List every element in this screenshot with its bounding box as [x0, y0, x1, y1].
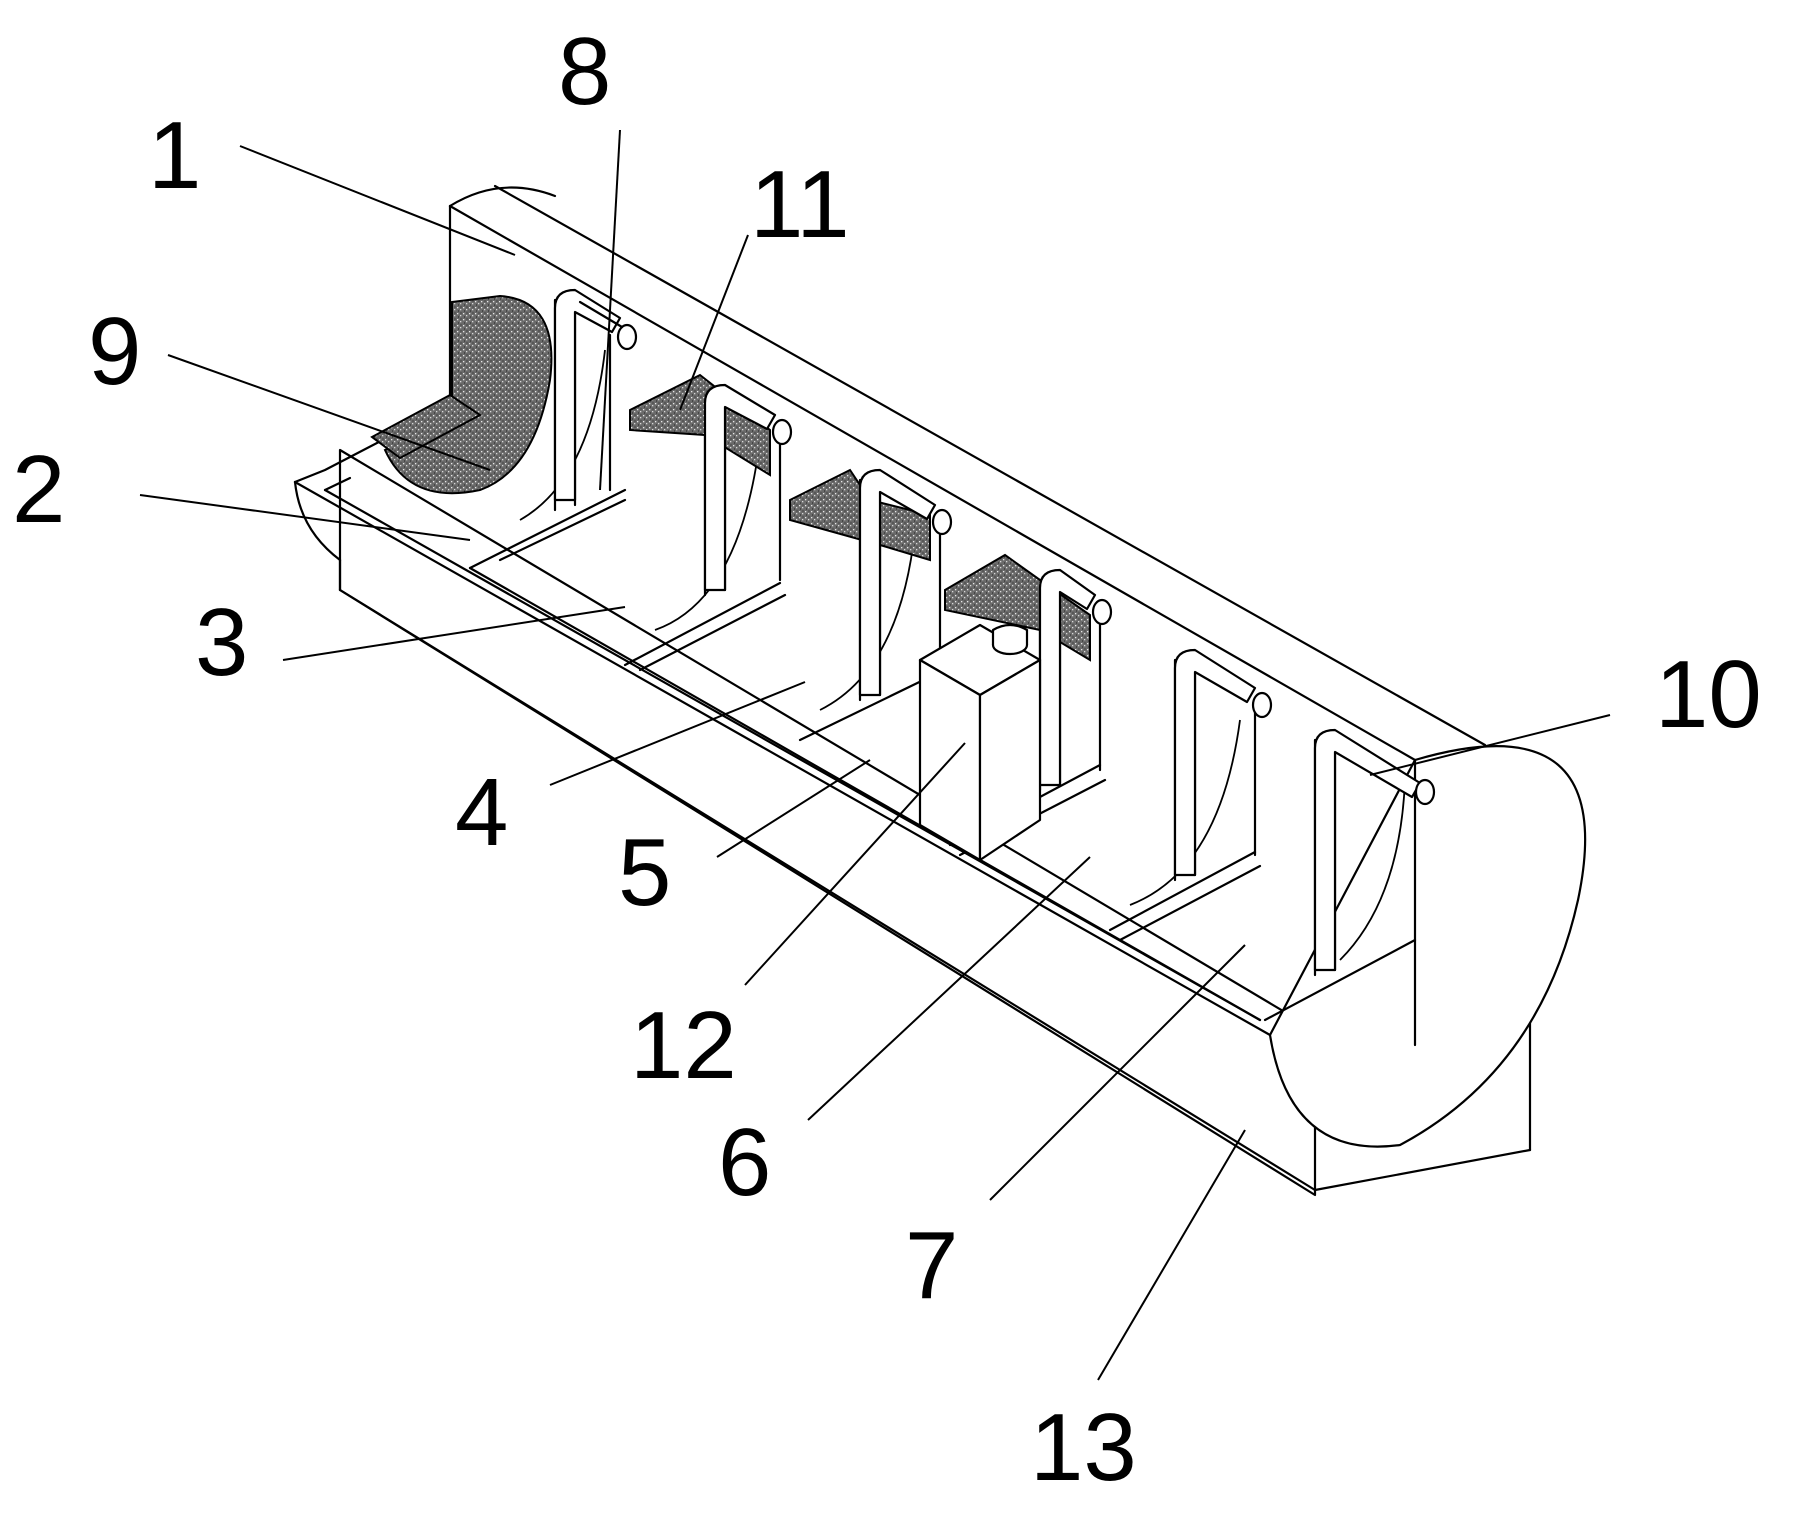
- leader-12: [744, 742, 966, 986]
- right-end-cap: [1268, 745, 1587, 1148]
- label-6: 6: [718, 1109, 771, 1216]
- leader-13: [1097, 1129, 1246, 1381]
- pipe-5: [1173, 648, 1273, 877]
- leader-7: [989, 944, 1246, 1201]
- leader-lines: [139, 129, 1611, 1381]
- label-8: 8: [558, 18, 611, 125]
- label-1: 1: [148, 102, 201, 209]
- pipe-system: [553, 288, 1436, 972]
- label-12: 12: [630, 992, 737, 1099]
- label-2: 2: [12, 436, 65, 543]
- label-13: 13: [1030, 1394, 1137, 1501]
- label-10: 10: [1655, 641, 1762, 748]
- leader-2: [139, 494, 471, 541]
- label-3: 3: [195, 589, 248, 696]
- label-9: 9: [88, 298, 141, 405]
- pipe-2: [703, 383, 793, 592]
- pump-box: [918, 623, 1042, 862]
- pipe-4: [1038, 568, 1113, 787]
- pipe-1: [553, 288, 638, 502]
- leader-3: [282, 606, 626, 661]
- pipe-6: [1313, 728, 1436, 972]
- leader-10: [1369, 714, 1611, 776]
- label-4: 4: [455, 759, 508, 866]
- callout-labels: 1 2 3 4 5 6 7 8 9 10 11 12 13: [12, 18, 1762, 1501]
- leader-6: [807, 856, 1091, 1121]
- label-5: 5: [618, 819, 671, 926]
- label-11: 11: [750, 151, 850, 258]
- label-7: 7: [905, 1212, 958, 1319]
- leader-4: [549, 681, 806, 786]
- pipe-3: [858, 468, 953, 697]
- left-filter-disc: [370, 294, 553, 495]
- leader-5: [716, 759, 871, 858]
- leader-9: [167, 354, 491, 471]
- leader-1: [239, 145, 516, 256]
- leader-11: [679, 234, 749, 411]
- leader-8: [599, 129, 621, 491]
